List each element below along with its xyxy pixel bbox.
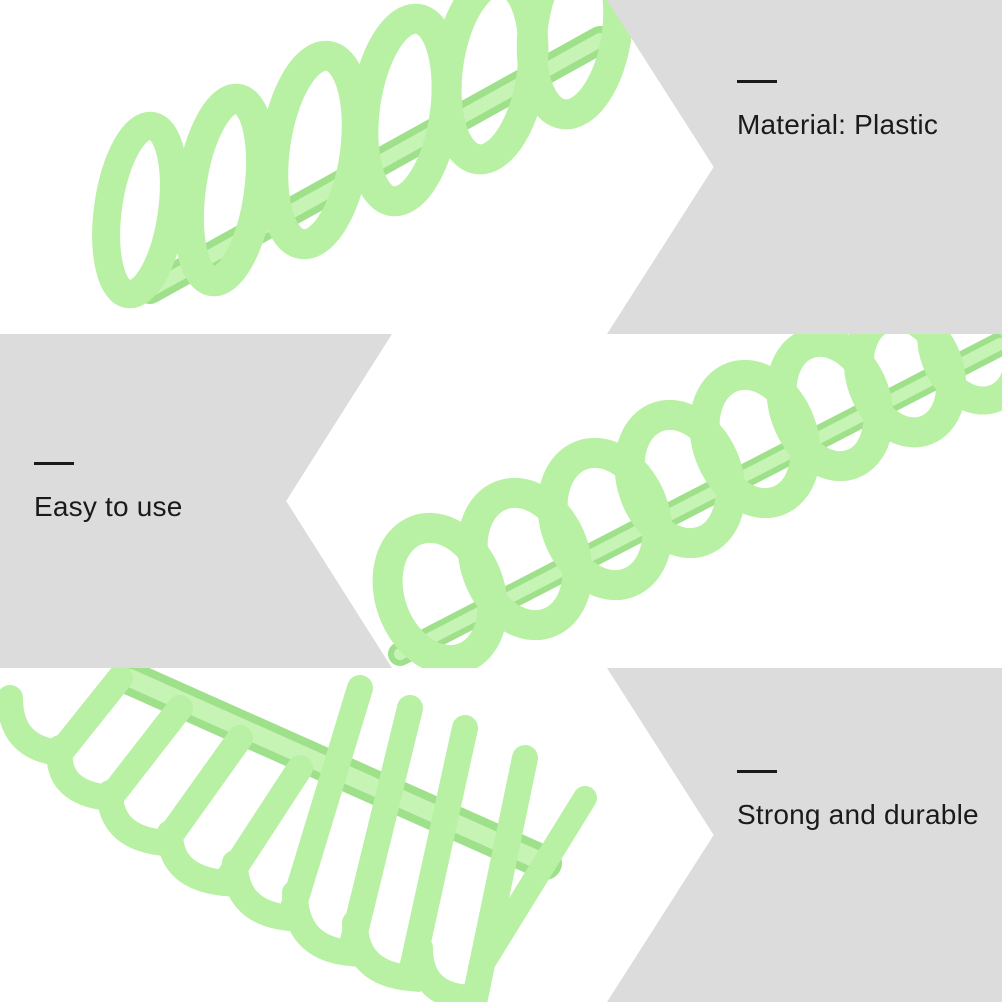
gray-arrow-panel: Material: Plastic xyxy=(607,0,1002,334)
caption-dash xyxy=(737,770,777,773)
binding-spiral-photo-1 xyxy=(92,0,634,309)
feature-label-strong: Strong and durable xyxy=(737,799,979,830)
feature-band-easy: Easy to use xyxy=(0,334,1002,668)
gray-arrow-panel: Strong and durable xyxy=(607,668,1002,1002)
binding-spiral-photo-2 xyxy=(372,334,1002,668)
feature-band-material: Material: Plastic xyxy=(0,0,1002,334)
feature-caption: Easy to use xyxy=(34,462,183,523)
caption-dash xyxy=(737,80,777,83)
feature-band-strong: Strong and durable xyxy=(0,668,1002,1002)
binding-spiral-photo-3 xyxy=(0,668,597,1002)
caption-dash xyxy=(34,462,74,465)
feature-caption: Strong and durable xyxy=(737,770,979,831)
feature-label-easy: Easy to use xyxy=(34,491,183,522)
feature-caption: Material: Plastic xyxy=(737,80,938,141)
feature-label-material: Material: Plastic xyxy=(737,109,939,140)
gray-arrow-panel: Easy to use xyxy=(0,334,392,668)
